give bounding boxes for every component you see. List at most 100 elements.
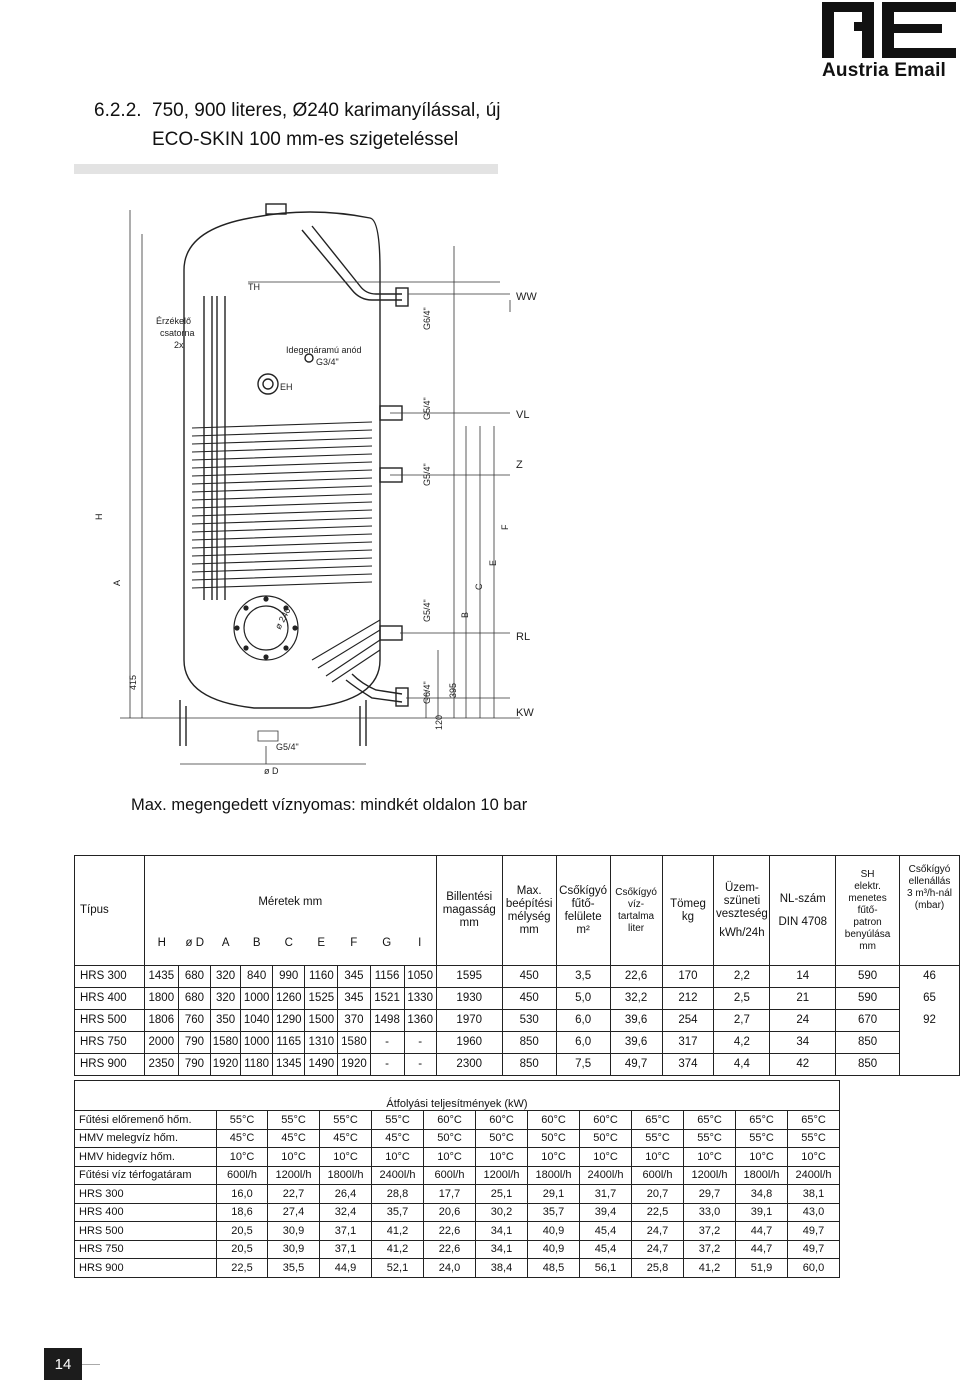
table-cell: 1498 (369, 1009, 405, 1032)
section-heading: 6.2.2. 750, 900 literes, Ø240 karimanyílá… (94, 96, 501, 154)
table-cell: 45,4 (579, 1239, 632, 1259)
table-cell: 30,2 (475, 1202, 528, 1222)
table-cell: 1490 (304, 1053, 339, 1076)
table-cell: 21 (769, 987, 837, 1010)
table-cell: 1200l/h (475, 1165, 528, 1185)
table-cell: - (369, 1053, 405, 1076)
label-rl: RL (516, 631, 530, 643)
table-cell: 32,2 (609, 987, 663, 1010)
table-cell: 10°C (579, 1147, 632, 1167)
table-cell: 52,1 (371, 1258, 424, 1278)
table-cell: 27,4 (267, 1202, 320, 1222)
table-cell: 44,7 (735, 1239, 788, 1259)
flow-table: Átfolyási teljesítmények (kW) Fűtési elő… (74, 1080, 840, 1278)
table-cell: 65°C (735, 1110, 788, 1130)
table-cell: 850 (501, 1053, 557, 1076)
table-cell: 1345 (272, 1053, 306, 1076)
table-cell: 39,4 (579, 1202, 632, 1222)
table-cell: 60°C (527, 1110, 580, 1130)
table-cell: 790 (177, 1031, 211, 1054)
table-cell: 350 (209, 1009, 242, 1032)
table-cell: 50°C (475, 1128, 528, 1148)
table-cell: 1050 (403, 965, 437, 988)
table-cell: 29,7 (683, 1184, 736, 1204)
table-cell: 55°C (216, 1110, 268, 1130)
table-cell: - (369, 1031, 405, 1054)
table-cell: 42 (769, 1053, 837, 1076)
table-cell: 317 (661, 1031, 715, 1054)
table-cell: 1000 (240, 987, 274, 1010)
label-z: Z (516, 459, 523, 471)
table-cell: 39,1 (735, 1202, 788, 1222)
label-vl: VL (516, 409, 529, 421)
heading-line-1: 750, 900 literes, Ø240 karimanyílással, … (152, 100, 501, 121)
section-number: 6.2.2. (94, 100, 142, 121)
table-cell: 65 (899, 987, 960, 1010)
table-cell: 43,0 (787, 1202, 840, 1222)
table-cell: 32,4 (319, 1202, 372, 1222)
table-cell: 850 (835, 1053, 901, 1076)
table-cell: 22,6 (609, 965, 663, 988)
table-cell: 450 (501, 987, 557, 1010)
table-cell (899, 1031, 960, 1054)
table-cell: 840 (240, 965, 274, 988)
table-cell: Fűtési víz térfogatáram (74, 1165, 217, 1185)
table-cell: 55°C (267, 1110, 320, 1130)
label-sensor-2: csatorna (160, 328, 195, 338)
table-cell: 1156 (369, 965, 405, 988)
table-cell: 370 (337, 1009, 371, 1032)
table-cell: 24,0 (423, 1258, 476, 1278)
label-g54-z: G5/4" (422, 463, 432, 486)
table-cell: 5,0 (555, 987, 611, 1010)
table-cell: 590 (835, 965, 901, 988)
table-cell: HRS 900 (74, 1258, 217, 1278)
label-dim-c: C (474, 583, 484, 590)
table-cell: HRS 400 (74, 987, 145, 1010)
table-cell: 44,9 (319, 1258, 372, 1278)
header-tipus: Típus (74, 855, 145, 966)
table-cell: 44,7 (735, 1221, 788, 1241)
table-cell: 45,4 (579, 1221, 632, 1241)
table-cell: 3,5 (555, 965, 611, 988)
label-dim-a: A (112, 580, 122, 586)
table-cell: 49,7 (787, 1239, 840, 1259)
table-cell: 22,7 (267, 1184, 320, 1204)
table-cell: 450 (501, 965, 557, 988)
table-cell: 16,0 (216, 1184, 268, 1204)
table-cell: 1800l/h (735, 1165, 788, 1185)
table-cell: 1525 (304, 987, 339, 1010)
table-cell: 33,0 (683, 1202, 736, 1222)
table-cell: 2300 (435, 1053, 503, 1076)
label-eh: EH (280, 382, 293, 392)
table-cell: 1920 (337, 1053, 371, 1076)
table-cell: 600l/h (216, 1165, 268, 1185)
table-cell: 320 (209, 987, 242, 1010)
table-cell: 1521 (369, 987, 405, 1010)
table-cell: 65°C (683, 1110, 736, 1130)
table-cell: 1500 (304, 1009, 339, 1032)
table-cell: 10°C (527, 1147, 580, 1167)
table-cell: 20,5 (216, 1221, 268, 1241)
table-cell: 22,6 (423, 1239, 476, 1259)
table-cell: 1360 (403, 1009, 437, 1032)
table-cell: 28,8 (371, 1184, 424, 1204)
table-cell: 670 (835, 1009, 901, 1032)
table-cell: 7,5 (555, 1053, 611, 1076)
table-cell: HRS 900 (74, 1053, 145, 1076)
table-cell: 92 (899, 1009, 960, 1032)
table-cell: 6,0 (555, 1009, 611, 1032)
table-cell: 4,2 (713, 1031, 771, 1054)
label-dim-f: F (500, 524, 510, 530)
table-cell: 45°C (267, 1128, 320, 1148)
